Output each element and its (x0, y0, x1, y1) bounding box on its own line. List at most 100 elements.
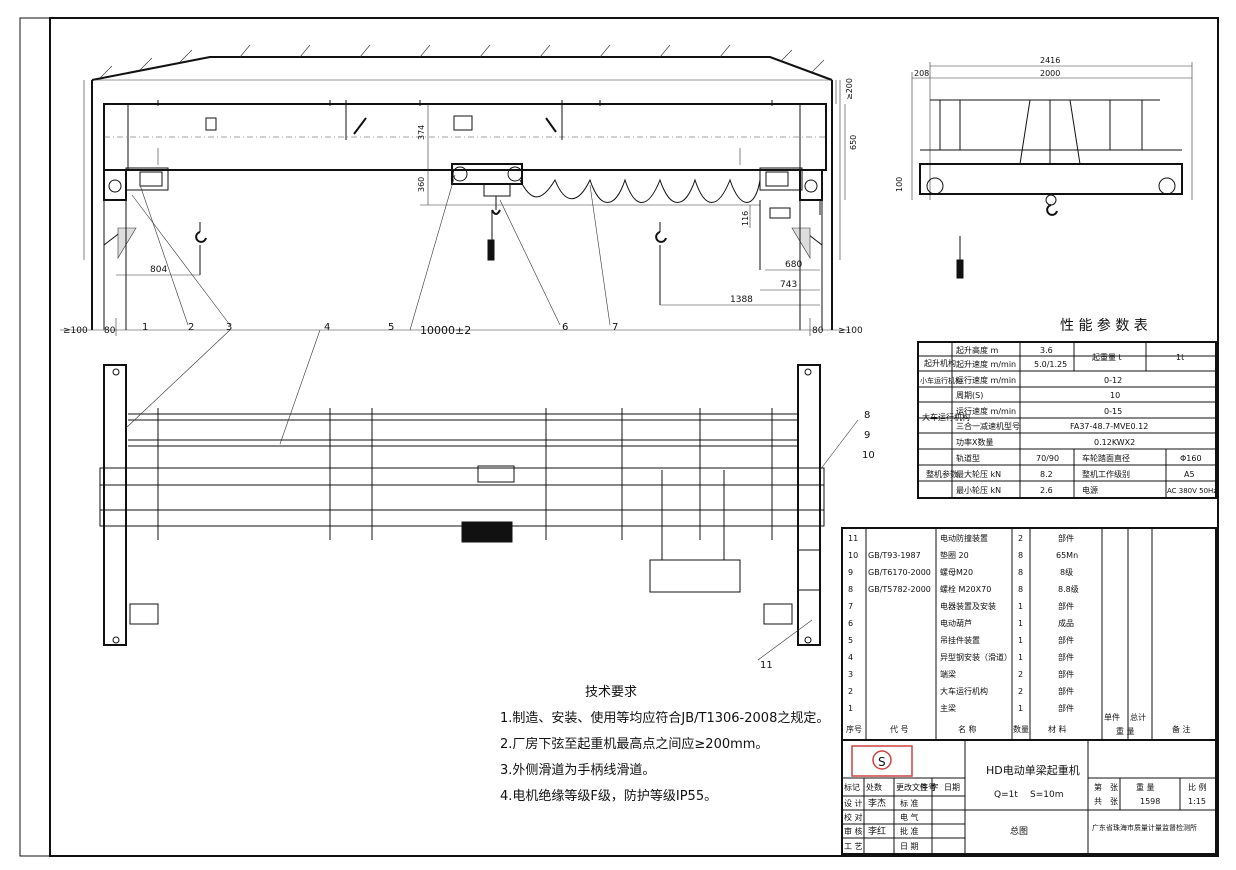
perf-item: 三合一减速机型号 (956, 421, 1020, 431)
perf-group-overall: 整机参数 (926, 469, 958, 479)
dim-743: 743 (780, 280, 797, 290)
parts-header-material: 材 料 (1048, 724, 1067, 734)
perf-table-grid (917, 341, 1217, 499)
tb-role: 工 艺 (844, 842, 863, 851)
inner-frame (49, 17, 1219, 857)
parts-header-total-weight: 总计 (1130, 712, 1146, 722)
perf-value: 2.6 (1040, 486, 1053, 495)
perf-item: 运行速度 m/min (956, 406, 1016, 416)
perf-value: 0-15 (1104, 407, 1122, 416)
part-qty: 2 (1018, 534, 1023, 543)
callout-10: 10 (862, 450, 875, 461)
tb-role2: 日 期 (900, 842, 919, 851)
tech-req-title: 技术要求 (585, 685, 638, 700)
perf-v2: 1t (1176, 353, 1184, 362)
part-no: 7 (848, 602, 853, 611)
part-name: 异型钢安装（滑道） (940, 652, 1012, 662)
tb-role: 设 计 (844, 798, 863, 808)
part-qty: 2 (1018, 670, 1023, 679)
part-qty: 1 (1018, 636, 1023, 645)
part-qty: 8 (1018, 585, 1023, 594)
dim-804: 804 (150, 265, 167, 275)
parts-header-qty: 数量 (1013, 724, 1029, 734)
scale-value: 1:15 (1188, 797, 1206, 806)
part-no: 1 (848, 704, 853, 713)
perf-k2: 电源 (1082, 485, 1098, 495)
part-no: 5 (848, 636, 853, 645)
parts-header-no: 序号 (846, 724, 862, 734)
part-code: GB/T93-1987 (868, 551, 921, 560)
part-name: 电器装置及安装 (940, 601, 996, 611)
dim-right-clear: ≥100 (838, 326, 863, 336)
part-no: 4 (848, 653, 853, 662)
part-no: 10 (848, 551, 858, 560)
tech-req-item: 1.制造、安装、使用等均应符合JB/T1306-2008之规定。 (500, 711, 830, 726)
tb-role2: 批 准 (900, 826, 919, 836)
tech-req-item: 2.厂房下弦至起重机最高点之间应≥200mm。 (500, 737, 769, 752)
perf-item: 周期(S) (956, 391, 983, 400)
part-name: 吊挂件装置 (940, 635, 980, 645)
part-name: 主梁 (940, 703, 956, 713)
total-label: 共 (1094, 797, 1102, 806)
part-no: 11 (848, 534, 858, 543)
part-name: 螺栓 M20X70 (940, 584, 991, 594)
callout-9: 9 (864, 430, 870, 441)
tb-label: 处数 (866, 782, 882, 792)
dim-left-clear: ≥100 (63, 326, 88, 336)
sheet-label-2: 张 (1110, 783, 1118, 792)
tb-label: 签 字 (920, 782, 939, 792)
part-qty: 2 (1018, 687, 1023, 696)
part-material: 8级 (1060, 567, 1073, 577)
perf-v2: A5 (1184, 470, 1195, 479)
sheet-label-1: 第 (1094, 782, 1102, 792)
approval-stamp (851, 745, 913, 777)
callout-6: 6 (562, 322, 568, 333)
perf-item: 最小轮压 kN (956, 485, 1001, 495)
part-qty: 8 (1018, 568, 1023, 577)
perf-value: FA37-48.7-MVE0.12 (1070, 422, 1148, 431)
dim-208: 208 (914, 69, 929, 78)
weight-label: 重 量 (1136, 782, 1155, 792)
signature-review: 李红 (868, 825, 886, 837)
drawing-span: S=10m (1030, 790, 1063, 800)
hook-icon (655, 222, 667, 243)
parts-header-name: 名 称 (958, 724, 977, 734)
tb-label: 更改文件号 (896, 782, 936, 792)
callout-8: 8 (864, 410, 870, 421)
dim-200: ≥200 (845, 78, 854, 100)
part-code: GB/T6170-2000 (868, 568, 931, 577)
part-name: 端梁 (940, 669, 956, 679)
perf-value: 70/90 (1036, 454, 1059, 463)
part-no: 6 (848, 619, 853, 628)
hook-icon (195, 222, 207, 243)
part-name: 电动葫芦 (940, 618, 972, 628)
part-material: 部件 (1058, 601, 1074, 611)
perf-item: 起升高度 m (956, 345, 999, 355)
front-elevation-view (60, 44, 850, 336)
dim-1388: 1388 (730, 295, 753, 305)
parts-header-unit-weight: 单件 (1104, 712, 1120, 722)
perf-k2: 起重量 t (1092, 352, 1122, 362)
dim-360: 360 (417, 177, 426, 192)
perf-table-rows: 起升机构 起升高度 m 3.6 起重量 t 1t 起升速度 m/min 5.0/… (920, 345, 1217, 495)
stamp-text: S (878, 755, 886, 769)
tb-label: 日期 (944, 783, 960, 792)
scale-label: 比 例 (1188, 782, 1207, 792)
part-name: 电动防撞装置 (940, 533, 988, 543)
dim-680: 680 (785, 260, 802, 270)
callout-5: 5 (388, 322, 394, 333)
tb-role: 校 对 (844, 812, 863, 822)
callout-7: 7 (612, 322, 618, 333)
perf-value: 8.2 (1040, 470, 1053, 479)
part-material: 部件 (1058, 533, 1074, 543)
tb-role: 审 核 (844, 826, 863, 836)
part-material: 65Mn (1056, 551, 1078, 560)
tech-req-item: 3.外侧滑道为手柄线滑道。 (500, 763, 656, 778)
part-no: 8 (848, 585, 853, 594)
plan-view (99, 329, 859, 661)
title-block-grid (841, 739, 1217, 855)
part-no: 3 (848, 670, 853, 679)
part-material: 部件 (1058, 703, 1074, 713)
perf-value: 3.6 (1040, 346, 1053, 355)
